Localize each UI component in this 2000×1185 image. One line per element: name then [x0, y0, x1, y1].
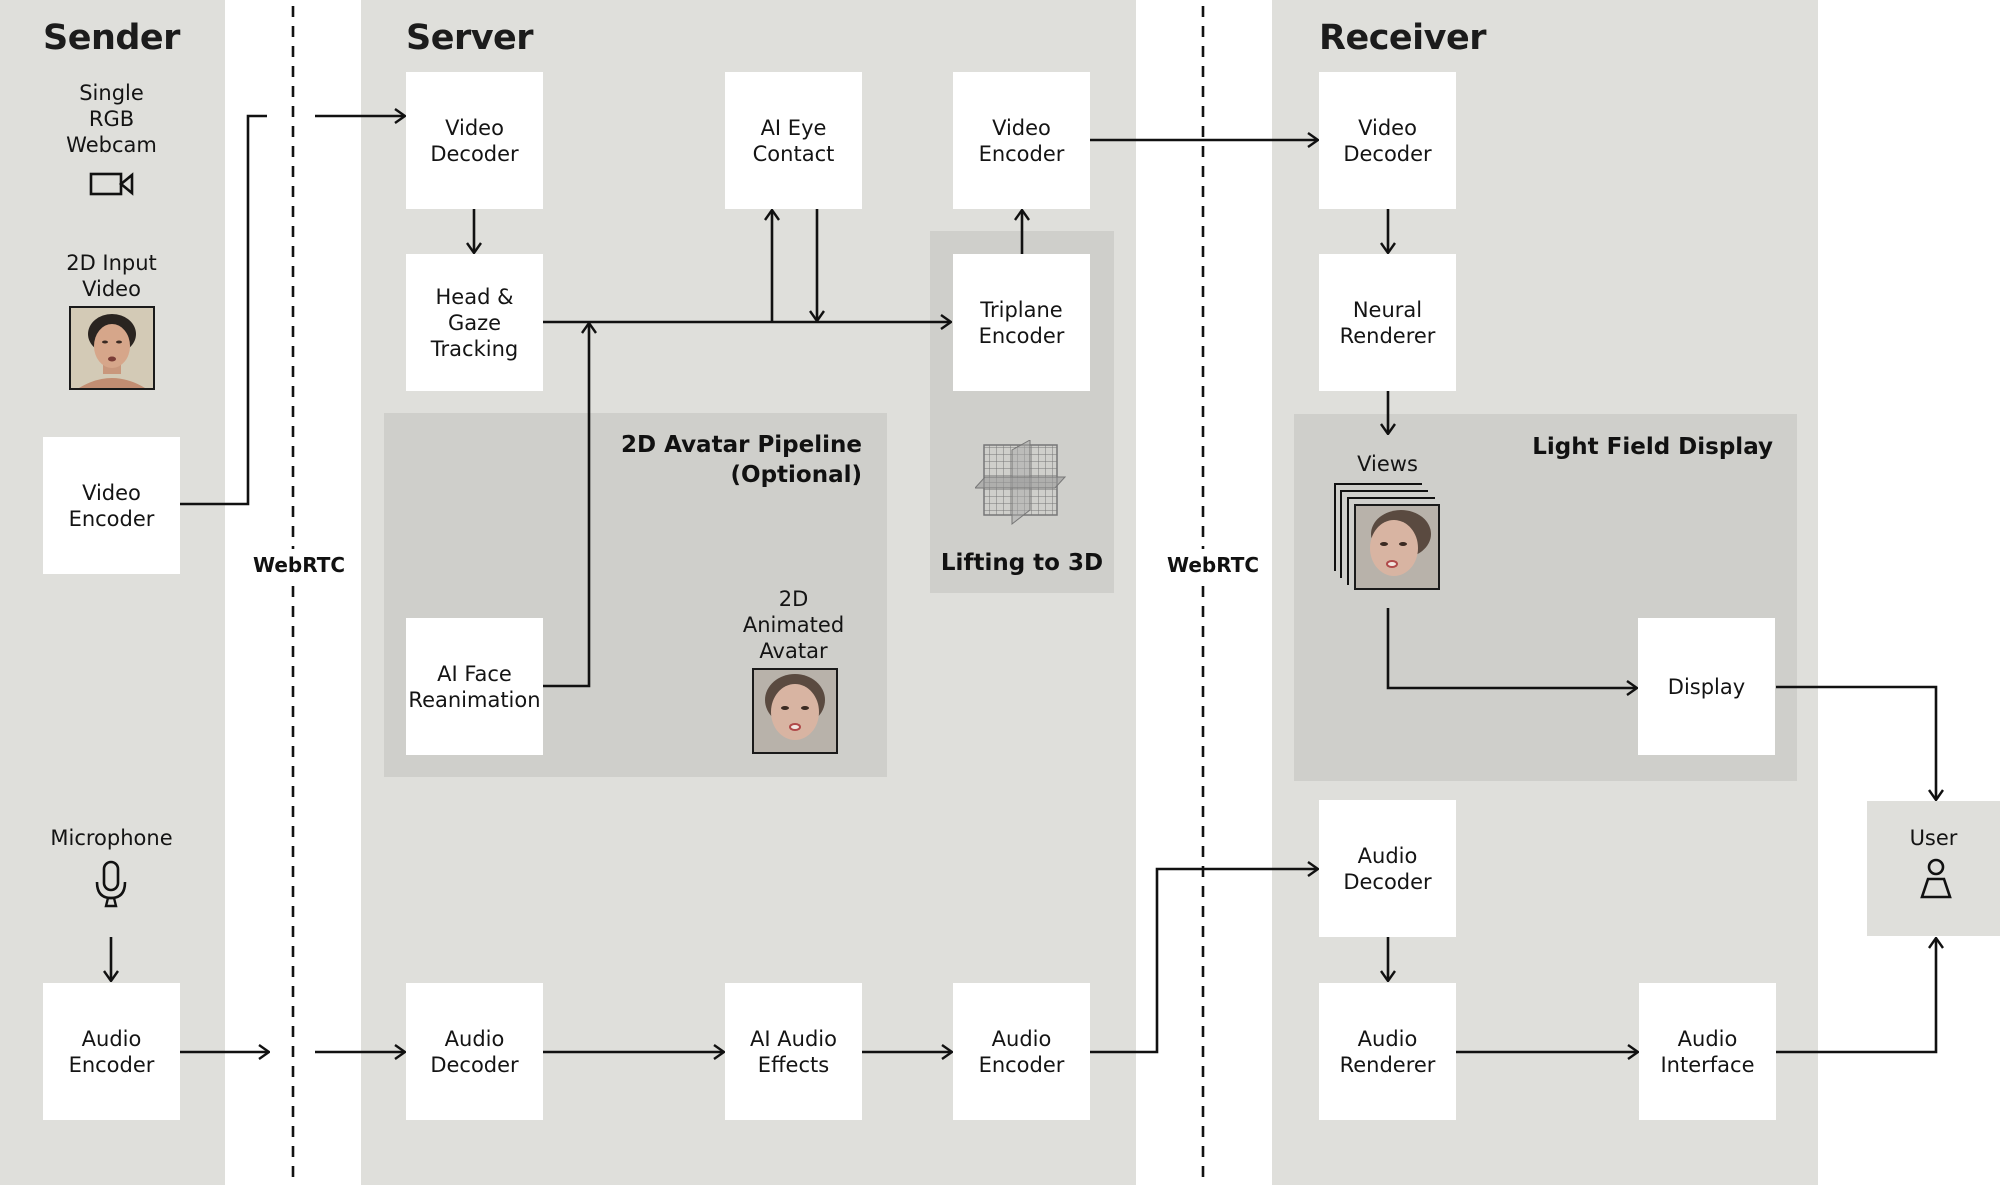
audio-renderer-label: Audio Renderer: [1339, 1026, 1436, 1077]
triplane-encoder-label: Triplane Encoder: [978, 297, 1065, 348]
ai-face-reanimation-box[interactable]: AI Face Reanimation: [406, 618, 543, 755]
neural-renderer-label: Neural Renderer: [1339, 297, 1436, 348]
server-video-decoder-box[interactable]: Video Decoder: [406, 72, 543, 209]
audio-interface-box[interactable]: Audio Interface: [1639, 983, 1776, 1120]
light-field-title: Light Field Display: [1532, 434, 1773, 460]
ai-eye-contact-label: AI Eye Contact: [752, 115, 835, 166]
webrtc-label-left: WebRTC: [253, 549, 346, 581]
audio-interface-label: Audio Interface: [1660, 1026, 1755, 1077]
receiver-audio-decoder-box[interactable]: Audio Decoder: [1319, 800, 1456, 937]
sender-title: Sender: [43, 18, 180, 58]
avatar-pipeline-title: 2D Avatar Pipeline (Optional): [620, 432, 862, 488]
server-audio-encoder-label: Audio Encoder: [978, 1026, 1065, 1077]
receiver-video-decoder-label: Video Decoder: [1343, 115, 1432, 166]
triplane-encoder-box[interactable]: Triplane Encoder: [953, 254, 1090, 391]
audio-renderer-box[interactable]: Audio Renderer: [1319, 983, 1456, 1120]
user-panel: [1867, 801, 2000, 936]
video-camera-icon: [89, 172, 134, 196]
microphone-icon: [95, 860, 127, 908]
ai-audio-effects-label: AI Audio Effects: [750, 1026, 837, 1077]
sender-video-encoder-label: Video Encoder: [68, 480, 155, 531]
lifting-3d-title: Lifting to 3D: [940, 550, 1104, 576]
person-icon: [1920, 858, 1952, 899]
view-frame: [1347, 497, 1435, 585]
receiver-video-decoder-box[interactable]: Video Decoder: [1319, 72, 1456, 209]
triplane-grid-icon: [975, 440, 1067, 526]
head-gaze-tracking-box[interactable]: Head & Gaze Tracking: [406, 254, 543, 391]
animated-avatar-label: 2D Animated Avatar: [742, 587, 845, 663]
animated-avatar-thumbnail: [752, 668, 838, 754]
wire-interface-to-user: [1776, 938, 1936, 1054]
webcam-label: Single RGB Webcam: [66, 81, 157, 157]
server-audio-decoder-box[interactable]: Audio Decoder: [406, 983, 543, 1120]
server-title: Server: [406, 18, 534, 58]
receiver-audio-decoder-label: Audio Decoder: [1343, 843, 1432, 894]
ai-face-reanimation-label: AI Face Reanimation: [408, 661, 541, 712]
neural-renderer-box[interactable]: Neural Renderer: [1319, 254, 1456, 391]
input-video-thumbnail: [69, 306, 155, 390]
server-video-decoder-label: Video Decoder: [430, 115, 519, 166]
user-label: User: [1909, 826, 1958, 850]
wire-display-to-user: [1776, 685, 1936, 800]
child-avatar-image: [754, 670, 836, 752]
server-video-encoder-box[interactable]: Video Encoder: [953, 72, 1090, 209]
views-label: Views: [1357, 452, 1418, 476]
microphone-label: Microphone: [50, 826, 173, 850]
child-view-image: [1356, 506, 1438, 588]
head-gaze-tracking-label: Head & Gaze Tracking: [430, 284, 519, 361]
view-avatar-thumbnail: [1354, 504, 1440, 590]
wire-face-reanimation: [543, 323, 589, 688]
view-frame: [1340, 490, 1428, 578]
webrtc-label-right: WebRTC: [1167, 549, 1260, 581]
receiver-title: Receiver: [1319, 18, 1486, 58]
wire-server-audio-out: [1090, 869, 1318, 1054]
display-label: Display: [1667, 674, 1746, 699]
wire-sender-video-out: [180, 114, 267, 506]
server-audio-decoder-label: Audio Decoder: [430, 1026, 519, 1077]
person-face-image: [71, 308, 153, 388]
sender-video-encoder-box[interactable]: Video Encoder: [43, 437, 180, 574]
views-stack: [1334, 483, 1444, 593]
ai-eye-contact-box[interactable]: AI Eye Contact: [725, 72, 862, 209]
display-box[interactable]: Display: [1638, 618, 1775, 755]
sender-audio-encoder-box[interactable]: Audio Encoder: [43, 983, 180, 1120]
server-audio-encoder-box[interactable]: Audio Encoder: [953, 983, 1090, 1120]
sender-audio-encoder-label: Audio Encoder: [68, 1026, 155, 1077]
view-frame: [1334, 483, 1422, 571]
ai-audio-effects-box[interactable]: AI Audio Effects: [725, 983, 862, 1120]
input-video-label: 2D Input Video: [66, 251, 157, 301]
server-video-encoder-label: Video Encoder: [978, 115, 1065, 166]
wire-views-to-display: [1386, 608, 1637, 688]
